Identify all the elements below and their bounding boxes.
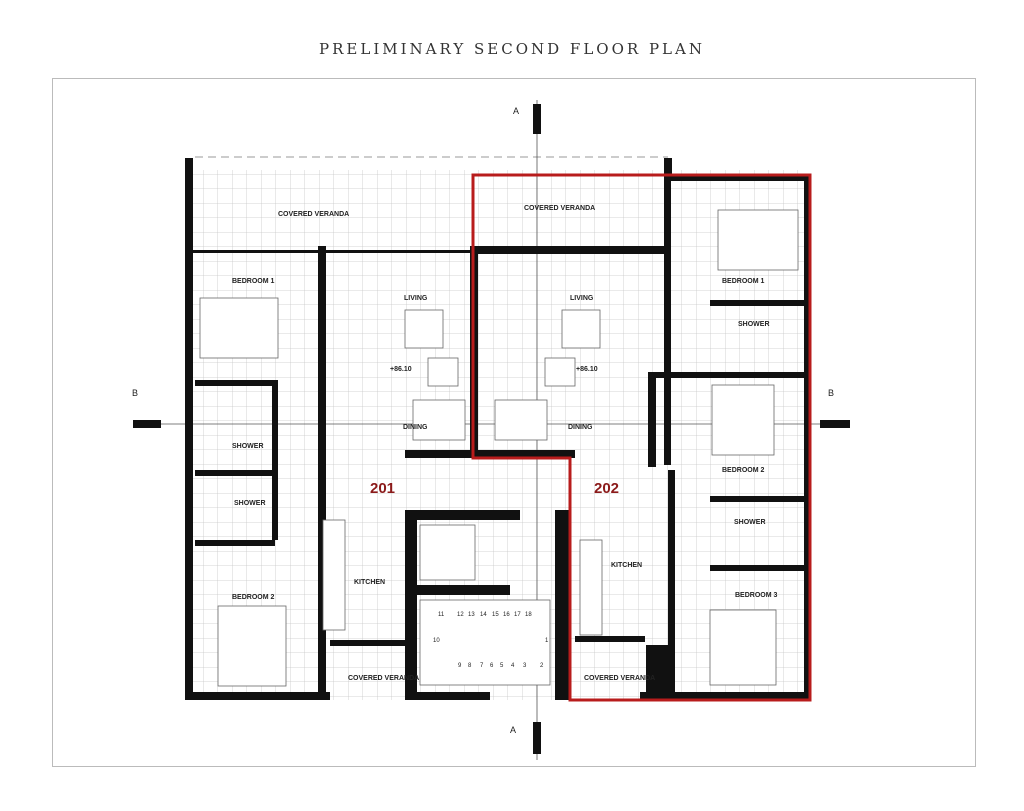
level-label: +86.10 xyxy=(390,366,412,373)
room-label: BEDROOM 2 xyxy=(722,467,765,474)
room-label: COVERED VERANDA xyxy=(278,211,349,218)
stair-step-number: 4 xyxy=(511,663,515,669)
room-label: SHOWER xyxy=(738,321,770,328)
stair-step-number: 7 xyxy=(480,663,484,669)
section-a-top-mark xyxy=(533,104,541,134)
room-label: LIVING xyxy=(570,295,594,302)
room-label: BEDROOM 2 xyxy=(232,594,275,601)
room-label: COVERED VERANDA xyxy=(348,675,419,682)
stair-step-number: 16 xyxy=(503,612,510,618)
drawing-frame xyxy=(52,78,976,767)
stair-step-number: 12 xyxy=(457,612,464,618)
stair-step-number: 3 xyxy=(523,663,527,669)
stair-step-number: 10 xyxy=(433,638,440,644)
room-label: SHOWER xyxy=(734,519,766,526)
plan-title: PRELIMINARY SECOND FLOOR PLAN xyxy=(319,40,705,58)
stair-step-number: 11 xyxy=(438,612,445,618)
level-label: +86.10 xyxy=(576,366,598,373)
unit-201-number: 201 xyxy=(370,480,395,497)
unit-202-number: 202 xyxy=(594,480,619,497)
stair-step-number: 2 xyxy=(540,663,544,669)
section-label-b-right: B xyxy=(828,388,834,398)
room-label: COVERED VERANDA xyxy=(584,675,655,682)
stair-step-number: 8 xyxy=(468,663,472,669)
room-label: BEDROOM 1 xyxy=(232,278,275,285)
room-label: COVERED VERANDA xyxy=(524,205,595,212)
room-label: KITCHEN xyxy=(354,579,385,586)
room-label: DINING xyxy=(403,424,428,431)
room-label: BEDROOM 1 xyxy=(722,278,765,285)
stair-step-number: 17 xyxy=(514,612,521,618)
stair-step-number: 18 xyxy=(525,612,532,618)
stair-step-number: 9 xyxy=(458,663,462,669)
section-b-right-mark xyxy=(820,420,850,428)
section-a-bottom-mark xyxy=(533,722,541,754)
stair-step-number: 5 xyxy=(500,663,504,669)
room-label: SHOWER xyxy=(232,443,264,450)
stair-step-number: 14 xyxy=(480,612,487,618)
stair-step-number: 6 xyxy=(490,663,494,669)
room-label: KITCHEN xyxy=(611,562,642,569)
room-label: BEDROOM 3 xyxy=(735,592,778,599)
unit-202-outline xyxy=(471,173,812,702)
room-label: DINING xyxy=(568,424,593,431)
stair-step-number: 1 xyxy=(545,638,549,644)
stair-step-number: 15 xyxy=(492,612,499,618)
section-b-left-mark xyxy=(133,420,161,428)
section-label-b-left: B xyxy=(132,388,138,398)
section-label-a-top: A xyxy=(513,106,519,116)
room-label: SHOWER xyxy=(234,500,266,507)
furniture xyxy=(199,209,799,687)
room-label: LIVING xyxy=(404,295,428,302)
stair-step-number: 13 xyxy=(468,612,475,618)
section-label-a-bottom: A xyxy=(510,725,516,735)
